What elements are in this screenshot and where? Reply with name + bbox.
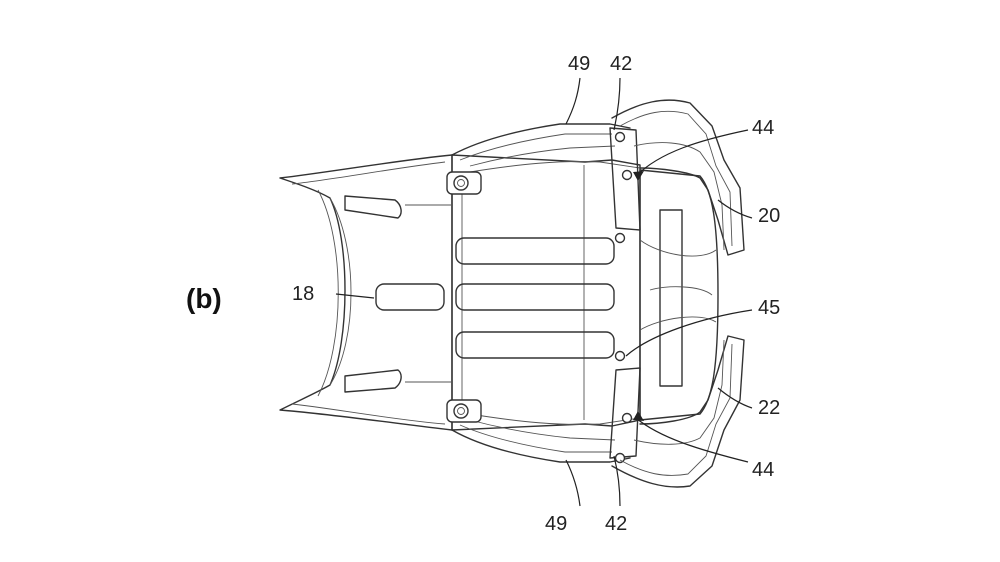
label-22: 22: [758, 397, 780, 419]
rear-frame-bottom: [611, 335, 745, 488]
rear-frame-top: [611, 99, 745, 256]
tail-panel: [639, 169, 719, 421]
front-seat-section: [279, 154, 453, 431]
seat-pads: [375, 237, 615, 359]
seat-base-plate: [405, 154, 641, 431]
front-hinge-top: [446, 171, 482, 195]
side-rail-top: [451, 123, 641, 173]
side-rail-bottom: [451, 413, 641, 463]
label-18: 18: [292, 283, 314, 305]
front-hinge-bottom: [446, 399, 482, 423]
rear-bracket-bottom: [609, 350, 641, 464]
rear-bracket-top: [609, 127, 641, 244]
label-44-bottom: 44: [752, 459, 774, 481]
label-42-top: 42: [610, 53, 632, 75]
label-20: 20: [758, 205, 780, 227]
label-49-bottom: 49: [545, 513, 567, 535]
arrow-tips: [633, 171, 644, 421]
figure-label: (b): [186, 283, 222, 314]
label-42-bottom: 42: [605, 513, 627, 535]
leader-lines: [335, 77, 753, 507]
label-49-top: 49: [568, 53, 590, 75]
label-44-top: 44: [752, 117, 774, 139]
label-45: 45: [758, 297, 780, 319]
